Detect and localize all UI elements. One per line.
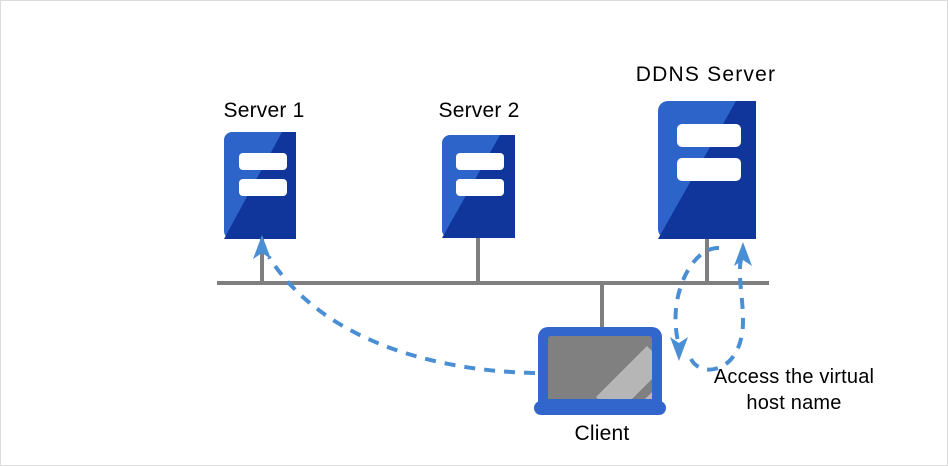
- label-ddns-server: DDNS Server: [635, 63, 777, 86]
- annotation-line-2: host name: [746, 392, 842, 415]
- server-icon-server1: [224, 132, 296, 239]
- arrowhead-ddns-up: [734, 242, 752, 266]
- annotation-line-1: Access the virtual: [713, 366, 875, 388]
- server-icon-server2: [442, 135, 515, 238]
- arrowhead-client-down: [670, 337, 688, 361]
- server-icon-ddns: [658, 101, 756, 239]
- laptop-icon-client: [534, 327, 666, 415]
- annotation-access-virtual-host: Access the virtual host name: [694, 364, 894, 417]
- label-client: Client: [574, 422, 630, 445]
- label-server1: Server 1: [223, 99, 305, 122]
- dashed-arrow-client-to-server1: [253, 235, 536, 375]
- dashed-loop-client-to-ddns: [670, 242, 752, 372]
- arrowhead-server1: [253, 235, 271, 259]
- label-server2: Server 2: [438, 99, 520, 122]
